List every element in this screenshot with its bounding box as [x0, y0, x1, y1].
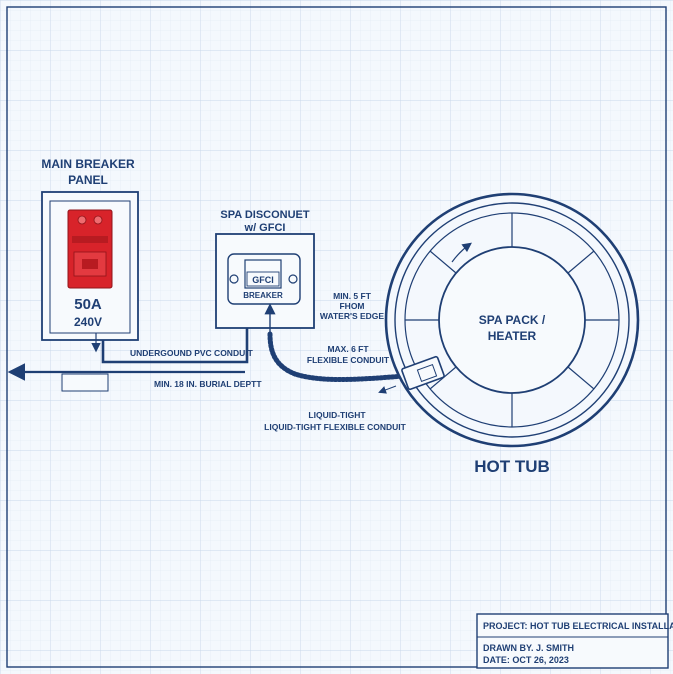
- hot-tub-label: HOT TUB: [474, 457, 550, 476]
- conduit-connector: [401, 355, 445, 391]
- underground-label: UNDERGOUND PVC CONDUIT: [130, 348, 254, 358]
- drawn-by-label: DRAWN BY. J. SMITH: [483, 643, 574, 653]
- project-label: PROJECT: HOT TUB ELECTRICAL INSTALLATION: [483, 621, 673, 631]
- drawing-border: [6, 6, 667, 668]
- distance-label-line1: MIN. 5 FT: [333, 291, 372, 301]
- panel-title-line1: MAIN BREAKER: [41, 157, 135, 171]
- panel-volts: 240V: [74, 315, 102, 329]
- disconnect-title-line2: w/ GFCI: [244, 222, 286, 234]
- main-breaker-panel: MAIN BREAKER PANEL 50A 240V: [41, 157, 139, 353]
- tub-dividers: [405, 213, 619, 427]
- flex-label-line1: MAX. 6 FT: [327, 344, 369, 354]
- title-block: PROJECT: HOT TUB ELECTRICAL INSTALLATION…: [476, 613, 673, 669]
- underground-conduit: UNDERGOUND PVC CONDUIT MIN. 18 IN. BURIA…: [7, 300, 262, 392]
- liquid-label-line2: LIQUID-TIGHT FLEXIBLE CONDUIT: [264, 422, 406, 432]
- liquid-label-line1: LIQUID-TIGHT: [308, 410, 366, 420]
- flex-label-line2: FLEXIBLE CONDUIT: [307, 355, 390, 365]
- date-label: DATE: OCT 26, 2023: [483, 655, 569, 665]
- hot-tub: SPA PACK / HEATER HOT TUB: [384, 192, 640, 476]
- spa-disconnect: SPA DISCONUET w/ GFCI GFCI BREAKER: [215, 209, 315, 334]
- burial-depth-label: MIN. 18 IN. BURIAL DEPTT: [154, 379, 262, 389]
- breaker-switch: [67, 209, 113, 289]
- spa-pack-label-line2: HEATER: [488, 329, 537, 343]
- breaker-label: BREAKER: [243, 291, 283, 300]
- flexible-conduit: [267, 331, 407, 394]
- panel-title-line2: PANEL: [68, 173, 108, 187]
- distance-label-line3: WATER'S EDGE: [320, 311, 385, 321]
- spa-pack-label-line1: SPA PACK /: [479, 313, 546, 327]
- gfci-label: GFCI: [252, 275, 274, 285]
- disconnect-title-line1: SPA DISCONUET: [220, 209, 310, 221]
- panel-amps: 50A: [74, 296, 102, 313]
- distance-label-line2: FHOM: [339, 301, 364, 311]
